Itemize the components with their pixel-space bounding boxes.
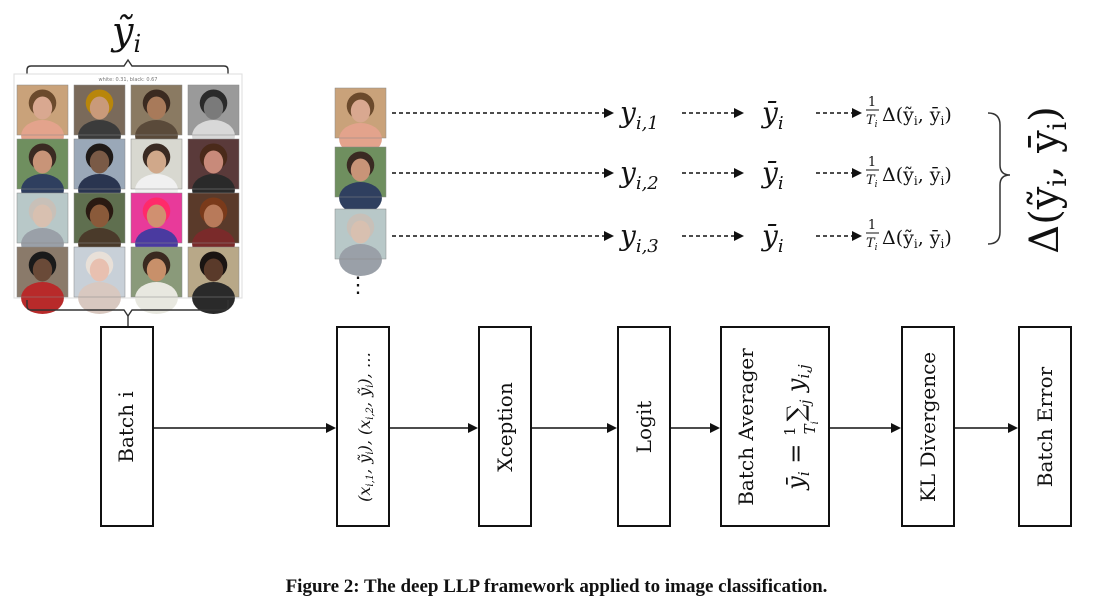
instance-images <box>334 87 387 276</box>
pairs-box <box>336 326 390 527</box>
bag-photo-2 <box>73 84 126 152</box>
logit-box <box>617 326 671 527</box>
batch-error-box <box>1018 326 1072 527</box>
svg-text:1: 1 <box>868 218 876 233</box>
bag-photo-15 <box>130 246 183 314</box>
figure-caption: Figure 2: The deep LLP framework applied… <box>285 576 828 597</box>
more-instances-ellipsis: ⋮ <box>347 273 369 298</box>
xception-box <box>478 326 532 527</box>
instance-photo-3 <box>334 208 387 276</box>
row-2-loss-term: 1 Ti Δ(ỹi, ȳi) <box>866 155 952 190</box>
kl-divergence-box <box>901 326 955 527</box>
bag-top-bracket <box>26 58 229 76</box>
svg-text:Ti: Ti <box>866 173 878 190</box>
logit-label: Logit <box>632 401 656 454</box>
bag-photo-3 <box>130 84 183 152</box>
pairs-label: (xi,1, ỹi), (xi,2, ỹi), … <box>355 352 376 502</box>
batch-error-label: Batch Error <box>1033 366 1057 487</box>
batch-box <box>100 326 154 527</box>
svg-text:1: 1 <box>868 95 876 110</box>
batch-label: Batch i <box>114 391 138 463</box>
bag-photo-8 <box>187 138 240 206</box>
svg-text:Δ(ỹi, ȳi): Δ(ỹi, ȳi) <box>882 227 952 251</box>
svg-text:Δ(ỹi, ȳi): Δ(ỹi, ȳi) <box>882 104 952 128</box>
row-3-batch-mean: ȳi <box>760 219 784 257</box>
bag-label: ỹi <box>110 9 141 58</box>
row-2-batch-mean: ȳi <box>760 156 784 194</box>
loss-sum-brace <box>987 112 1011 245</box>
bag-photo-16 <box>187 246 240 314</box>
svg-text:Ti: Ti <box>866 236 878 253</box>
grid-tiles <box>16 84 240 314</box>
instance-row-3: yi,3 ȳi 1 Ti Δ(ỹi, ȳi) <box>392 218 952 257</box>
bag-photo-14 <box>73 246 126 314</box>
instance-row-1: yi,1 ȳi 1 Ti Δ(ỹi, ȳi) <box>392 95 952 134</box>
batch-averager-box <box>720 326 830 527</box>
instance-photo-2 <box>334 146 387 214</box>
bag-photo-13 <box>16 246 69 314</box>
svg-text:Ti: Ti <box>866 113 878 130</box>
row-1-loss-term: 1 Ti Δ(ỹi, ȳi) <box>866 95 952 130</box>
row-3-loss-term: 1 Ti Δ(ỹi, ȳi) <box>866 218 952 253</box>
svg-text:Δ(ỹi, ȳi): Δ(ỹi, ȳi) <box>882 164 952 188</box>
row-3-prediction: yi,3 <box>618 219 659 257</box>
row-1-prediction: yi,1 <box>618 96 659 134</box>
batch-averager-label: Batch Averager <box>734 348 758 506</box>
instance-photo-1 <box>334 87 387 155</box>
xception-label: Xception <box>493 382 517 472</box>
grid-header: white: 0.31, black: 0.67 <box>99 77 158 83</box>
row-2-prediction: yi,2 <box>618 156 659 194</box>
total-bag-loss: Δ(ỹi, ȳi) <box>1022 106 1073 253</box>
kl-divergence-label: KL Divergence <box>916 352 940 502</box>
svg-text:1: 1 <box>868 155 876 170</box>
instance-row-2: yi,2 ȳi 1 Ti Δ(ỹi, ȳi) <box>392 155 952 194</box>
pipeline: Batch i (xi,1, ỹi), (xi,2, ỹi), … Xcepti… <box>100 326 1072 527</box>
row-1-batch-mean: ȳi <box>760 96 784 134</box>
